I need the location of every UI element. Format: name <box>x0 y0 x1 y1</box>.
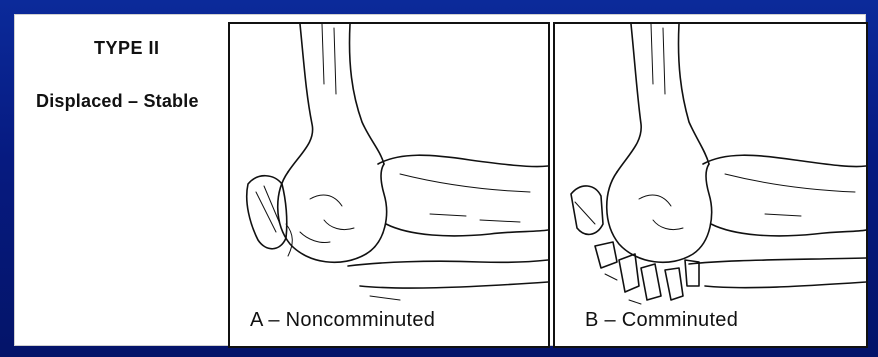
figure-noncomminuted: A – Noncomminuted <box>228 22 550 348</box>
figure-b-caption: B – Comminuted <box>585 309 738 332</box>
classification-subtitle: Displaced – Stable <box>36 91 199 112</box>
elbow-noncomminuted-illustration <box>230 24 548 346</box>
figure-comminuted: B – Comminuted <box>553 22 868 348</box>
figure-a-caption: A – Noncomminuted <box>250 309 435 332</box>
elbow-comminuted-illustration <box>555 24 866 346</box>
type-title: TYPE II <box>94 38 160 59</box>
